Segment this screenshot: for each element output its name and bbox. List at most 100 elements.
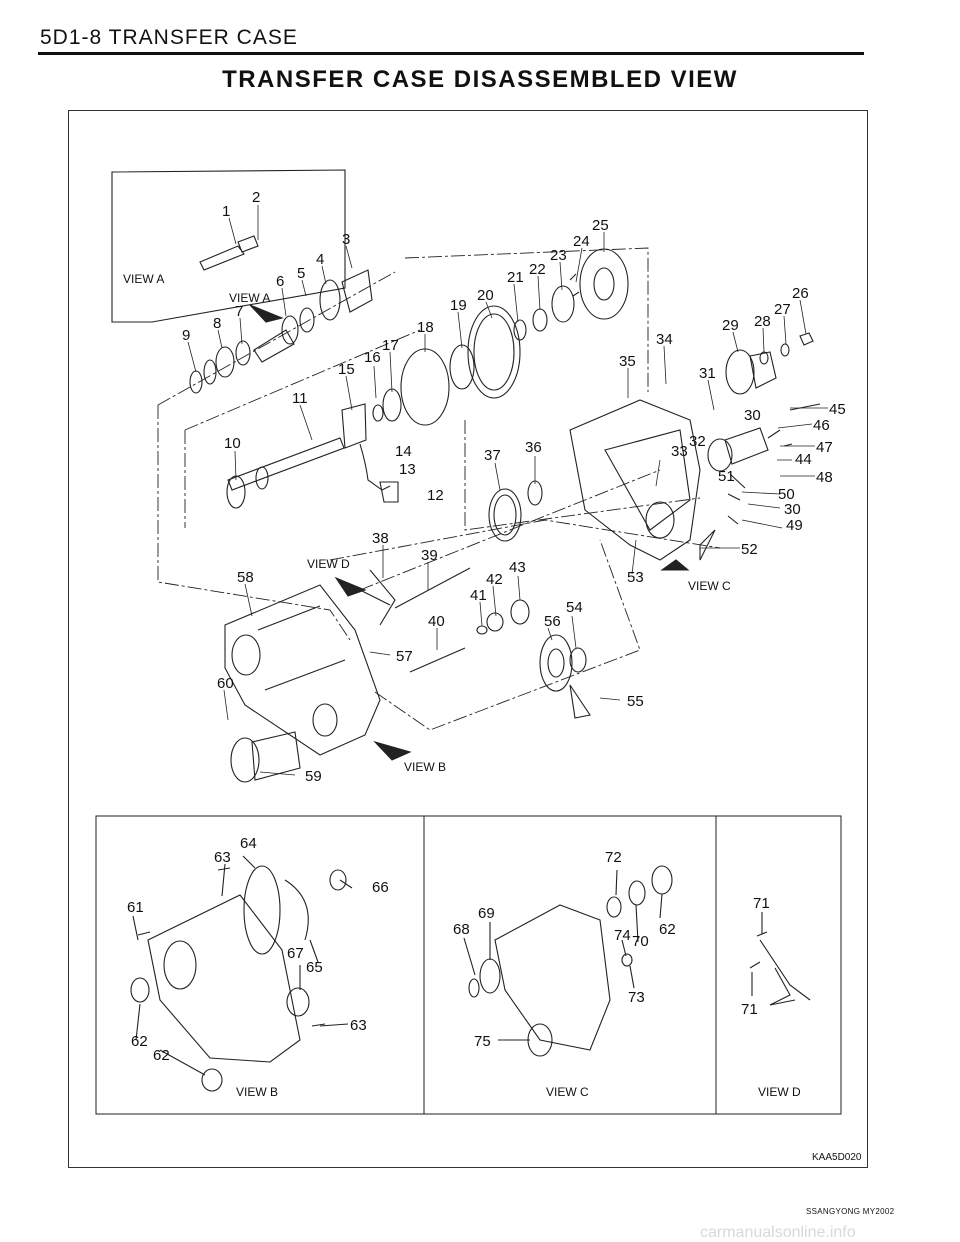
upper-gear-stack xyxy=(189,269,373,394)
input-shaft xyxy=(199,235,259,271)
callout: 70 xyxy=(632,933,649,950)
callout: 33 xyxy=(671,443,688,460)
callout: 41 xyxy=(470,587,487,604)
view-b-callouts: 61 62 62 63 63 64 65 66 67 xyxy=(127,835,389,1064)
callout: 13 xyxy=(399,461,416,478)
callout: 43 xyxy=(509,559,526,576)
callout: 23 xyxy=(550,247,567,264)
callout: 62 xyxy=(659,921,676,938)
callout: 53 xyxy=(627,569,644,586)
callout: 62 xyxy=(131,1033,148,1050)
callout: 75 xyxy=(474,1033,491,1050)
bearing-36 xyxy=(527,480,543,506)
callout: 8 xyxy=(213,315,221,332)
callout: 15 xyxy=(338,361,355,378)
callout: 57 xyxy=(396,648,413,665)
view-a-inset xyxy=(111,169,346,323)
callout: 11 xyxy=(292,390,308,407)
callout: 12 xyxy=(427,487,444,504)
rear-bearing-stack xyxy=(513,248,629,341)
main-callouts: 1 2 3 4 5 6 7 8 9 10 11 12 13 14 15 16 1… xyxy=(182,189,846,785)
diagram-frame xyxy=(68,110,868,1168)
callout: 27 xyxy=(774,301,791,318)
view-b-arrow xyxy=(373,740,412,761)
view-a-arrow-label: VIEW A xyxy=(229,291,270,305)
callout: 58 xyxy=(237,569,254,586)
callout: 72 xyxy=(605,849,622,866)
output-flange xyxy=(725,332,814,395)
callout: 56 xyxy=(544,613,561,630)
mid-gear-stack xyxy=(372,305,521,426)
callout: 29 xyxy=(722,317,739,334)
callout: 39 xyxy=(421,547,438,564)
callout: 37 xyxy=(484,447,501,464)
callout: 18 xyxy=(417,319,434,336)
bearing-37 xyxy=(488,488,522,542)
callout: 65 xyxy=(306,959,323,976)
callout: 45 xyxy=(829,401,846,418)
callout: 35 xyxy=(619,353,636,370)
callout: 26 xyxy=(792,285,809,302)
shift-rail xyxy=(394,567,471,609)
view-d-fork xyxy=(749,912,811,1006)
callout: 20 xyxy=(477,287,494,304)
callout: 55 xyxy=(627,693,644,710)
callout: 4 xyxy=(316,251,324,268)
callout: 31 xyxy=(699,365,716,382)
callout: 63 xyxy=(350,1017,367,1034)
callout: 40 xyxy=(428,613,445,630)
callout: 71 xyxy=(753,895,770,912)
callout: 32 xyxy=(689,433,706,450)
front-flange xyxy=(230,737,260,783)
callout: 66 xyxy=(372,879,389,896)
shift-motor xyxy=(707,403,821,525)
callout: 19 xyxy=(450,297,467,314)
callout: 5 xyxy=(297,265,305,282)
view-d-arrow-label: VIEW D xyxy=(307,557,350,571)
callout: 10 xyxy=(224,435,241,452)
callout: 54 xyxy=(566,599,583,616)
callout: 71 xyxy=(741,1001,758,1018)
panel-b-label: VIEW B xyxy=(236,1085,278,1099)
page-title: TRANSFER CASE DISASSEMBLED VIEW xyxy=(222,66,738,93)
callout: 2 xyxy=(252,189,260,206)
main-shaft xyxy=(226,403,399,509)
view-a-arrow xyxy=(249,304,284,323)
callout: 36 xyxy=(525,439,542,456)
callout: 69 xyxy=(478,905,495,922)
view-c-arrow xyxy=(660,559,690,571)
drive-sprocket xyxy=(539,634,573,692)
callout: 42 xyxy=(486,571,503,588)
callout: 22 xyxy=(529,261,546,278)
callout: 3 xyxy=(342,231,350,248)
watermark: carmanualsonline.info xyxy=(700,1224,856,1241)
panel-d-label: VIEW D xyxy=(758,1085,801,1099)
callout: 48 xyxy=(816,469,833,486)
callout: 59 xyxy=(305,768,322,785)
view-d-arrow xyxy=(334,576,367,597)
view-c-arrow-label: VIEW C xyxy=(688,579,731,593)
callout: 63 xyxy=(214,849,231,866)
callout: 47 xyxy=(816,439,833,456)
callout: 1 xyxy=(222,203,230,220)
callout: 25 xyxy=(592,217,609,234)
panel-c-label: VIEW C xyxy=(546,1085,589,1099)
callout: 46 xyxy=(813,417,830,434)
callout: 6 xyxy=(276,273,284,290)
callout: 62 xyxy=(153,1047,170,1064)
callout: 30 xyxy=(744,407,761,424)
view-c-housing xyxy=(463,865,673,1057)
callout: 17 xyxy=(382,337,399,354)
callout: 28 xyxy=(754,313,771,330)
header-rule xyxy=(38,52,864,55)
callout: 50 xyxy=(778,486,795,503)
callout: 74 xyxy=(614,927,631,944)
view-c-callouts: 68 69 72 74 70 62 73 75 xyxy=(453,849,676,1050)
drawing-code: KAA5D020 xyxy=(812,1152,862,1163)
callout: 61 xyxy=(127,899,144,916)
callout: 9 xyxy=(182,327,190,344)
callout: 64 xyxy=(240,835,257,852)
callout: 38 xyxy=(372,530,389,547)
view-b-arrow-label: VIEW B xyxy=(404,760,446,774)
drive-chain xyxy=(569,684,591,719)
